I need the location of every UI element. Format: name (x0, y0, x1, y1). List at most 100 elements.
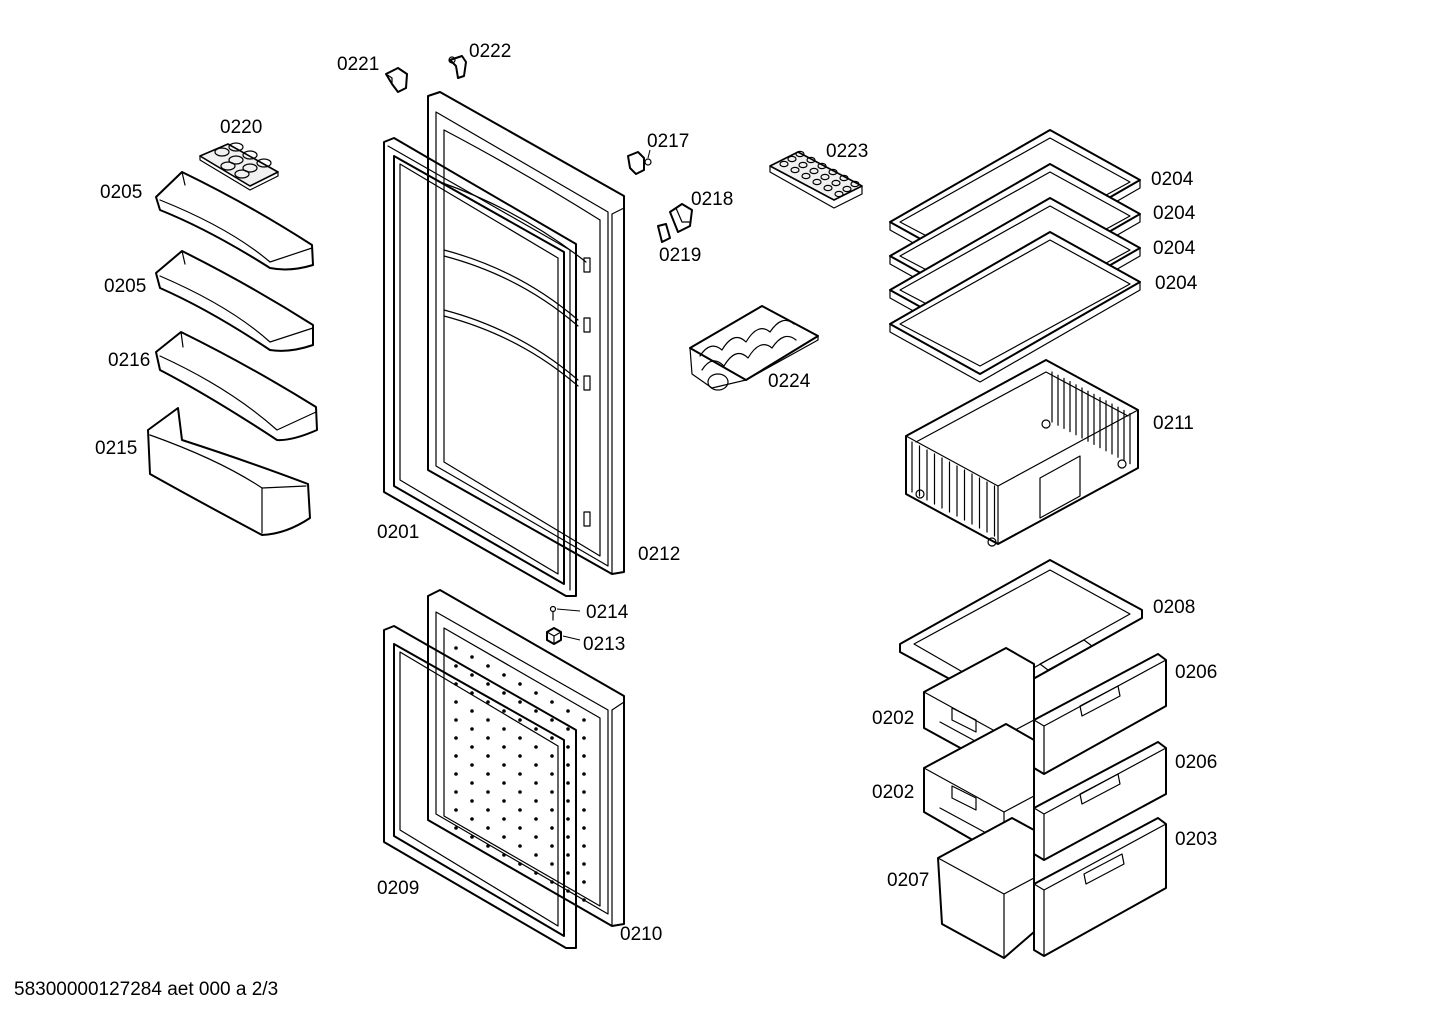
door-dot (518, 772, 522, 776)
ice-cell (790, 166, 800, 174)
glass-shelves-0204 (889, 129, 1141, 383)
door-dot (566, 727, 570, 731)
door-dot (502, 817, 506, 821)
door-dot (566, 763, 570, 767)
door-dot (582, 844, 586, 848)
door-dot (454, 772, 458, 776)
door-dot (454, 826, 458, 830)
callout-0201: 0201 (377, 522, 419, 543)
door-dot (470, 835, 474, 839)
callout-0222: 0222 (469, 41, 511, 62)
callout-0205-upper: 0205 (100, 182, 142, 203)
door-shelf-0216 (155, 331, 318, 442)
door-dot (502, 853, 506, 857)
ice-cell (795, 150, 805, 158)
door-dot (566, 871, 570, 875)
crisper-box-ribs (911, 371, 1131, 537)
door-dot (502, 745, 506, 749)
door-dot (550, 880, 554, 884)
callout-0217: 0217 (647, 131, 689, 152)
callout-0221: 0221 (337, 54, 379, 75)
bottle-rack-0224 (689, 305, 819, 391)
door-dot (566, 835, 570, 839)
drawer-front-0203 (1033, 817, 1167, 957)
door-dot (566, 817, 570, 821)
door-dot (454, 718, 458, 722)
ice-cell (839, 174, 849, 182)
ice-cell (779, 160, 789, 168)
door-dot (566, 853, 570, 857)
hinge-0217 (627, 151, 652, 175)
callout-0204-c: 0204 (1153, 238, 1196, 259)
crisper-box-0211 (905, 359, 1139, 547)
callout-0205-lower: 0205 (104, 276, 146, 297)
callout-0223: 0223 (826, 141, 868, 162)
door-dot (534, 799, 538, 803)
door-dot (470, 817, 474, 821)
glass-shelf (889, 231, 1141, 383)
door-dot (582, 736, 586, 740)
door-dot (518, 700, 522, 704)
ice-cell (828, 168, 838, 176)
door-dot (454, 754, 458, 758)
door-dot (534, 853, 538, 857)
door-dot (470, 745, 474, 749)
door-dot (518, 682, 522, 686)
door-dot (470, 763, 474, 767)
drawing-code: 58300000127284 aet 000 a 2/3 (14, 979, 279, 1000)
callout-0207: 0207 (887, 870, 929, 891)
ice-cell (850, 180, 860, 188)
door-dot (534, 709, 538, 713)
hinge-pin-0222 (448, 55, 467, 79)
door-dot (582, 772, 586, 776)
door-dot (502, 799, 506, 803)
door-dot (534, 763, 538, 767)
callout-0202-lower: 0202 (872, 782, 914, 803)
callout-0211: 0211 (1153, 413, 1194, 434)
door-dot (582, 718, 586, 722)
door-dot (582, 862, 586, 866)
door-dot (518, 826, 522, 830)
leader-0214 (556, 608, 581, 612)
door-dot (566, 709, 570, 713)
door-dot (518, 790, 522, 794)
door-dot (486, 664, 490, 668)
door-dot (582, 826, 586, 830)
ice-cell (842, 185, 852, 193)
door-dot (518, 844, 522, 848)
door-dot (486, 754, 490, 758)
callout-0210: 0210 (620, 924, 662, 945)
freezer-gasket-0209 (383, 625, 577, 949)
door-dot (454, 736, 458, 740)
door-dot (486, 790, 490, 794)
door-dot (550, 862, 554, 866)
door-dot (566, 799, 570, 803)
door-dot (534, 691, 538, 695)
leader-0217 (647, 149, 651, 159)
egg-tray-0220 (199, 142, 279, 191)
door-dot (534, 871, 538, 875)
door-shelf-0205-upper (155, 171, 314, 271)
door-dot (518, 808, 522, 812)
ice-cell (798, 161, 808, 169)
door-dot (486, 718, 490, 722)
callout-0208: 0208 (1153, 597, 1195, 618)
callout-0224: 0224 (768, 371, 811, 392)
door-dot (454, 790, 458, 794)
ice-cell (817, 162, 827, 170)
handle-cap-0213 (546, 627, 562, 645)
callout-0206-lower: 0206 (1175, 752, 1217, 773)
door-gasket-0201 (383, 137, 577, 597)
door-dot (470, 655, 474, 659)
callout-0209: 0209 (377, 878, 419, 899)
door-dot (518, 718, 522, 722)
door-dot (502, 763, 506, 767)
door-dot (550, 754, 554, 758)
door-dot (534, 727, 538, 731)
door-dot (502, 781, 506, 785)
door-dot (454, 646, 458, 650)
door-dot (534, 781, 538, 785)
callout-0204-a: 0204 (1151, 169, 1194, 190)
door-dot (518, 862, 522, 866)
